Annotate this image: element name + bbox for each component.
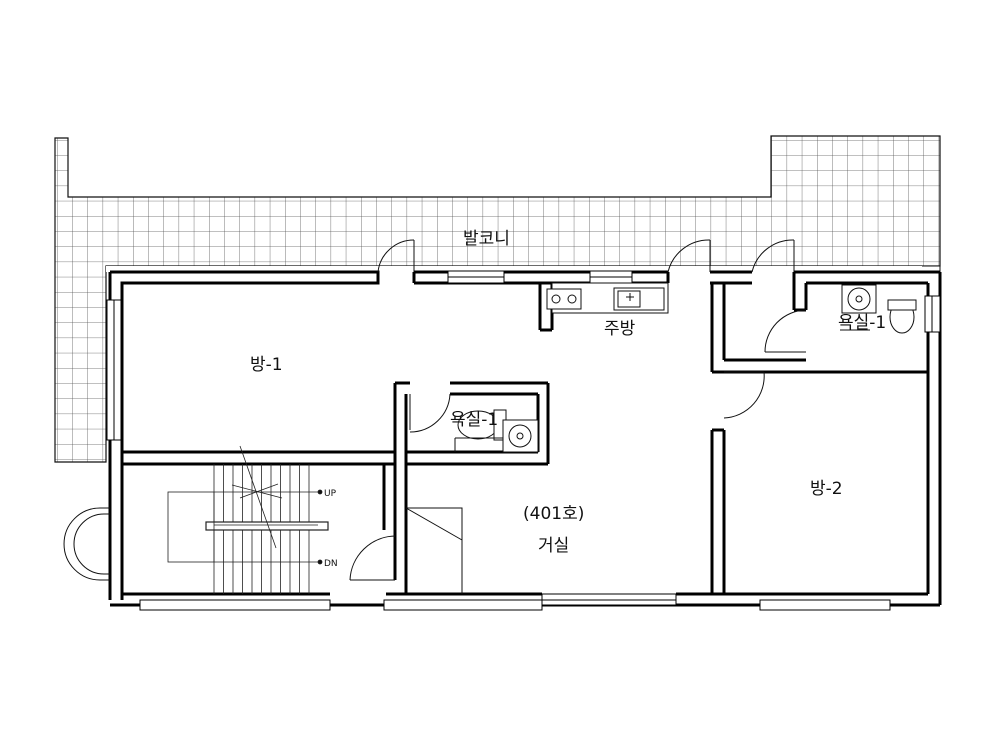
balcony-area [54,135,941,463]
toilet-icon-2 [887,299,917,334]
toilet-icon [457,409,507,441]
kitchen-counter [546,282,669,314]
doors [349,239,807,594]
bay-window [63,507,110,581]
room-1-label: 방-1 [250,355,283,375]
stair-up-label: UP [324,489,337,499]
stair-treads [213,464,310,594]
stair-door [349,535,396,581]
balcony-door-1 [377,239,415,273]
room-2-label: 방-2 [810,479,843,499]
room-2-door [723,371,765,419]
bath-1-door [409,393,451,433]
staircase [167,445,329,594]
unit-number-label: (401호) [523,504,584,524]
stair-break-mark [231,483,283,499]
stair-down-label: DN [324,559,338,569]
balcony-door-2 [667,239,711,273]
bath-1-label: 욕실-1 [450,410,498,430]
bath-1-fixtures [454,409,539,453]
washbasin-icon-2 [841,284,877,314]
closet-door [405,507,463,594]
bath-2-fixtures [840,284,917,334]
bath-2-label: 욕실-1 [838,313,886,333]
living-room-label: 거실 [538,536,569,556]
washbasin-icon [502,419,539,453]
balcony-label: 발코니 [463,229,510,249]
sink-icon [613,287,665,311]
bath-2-door [764,309,807,353]
kitchen-label: 주방 [604,319,636,339]
balcony-door-3 [751,239,795,273]
stove-icon [546,288,582,310]
